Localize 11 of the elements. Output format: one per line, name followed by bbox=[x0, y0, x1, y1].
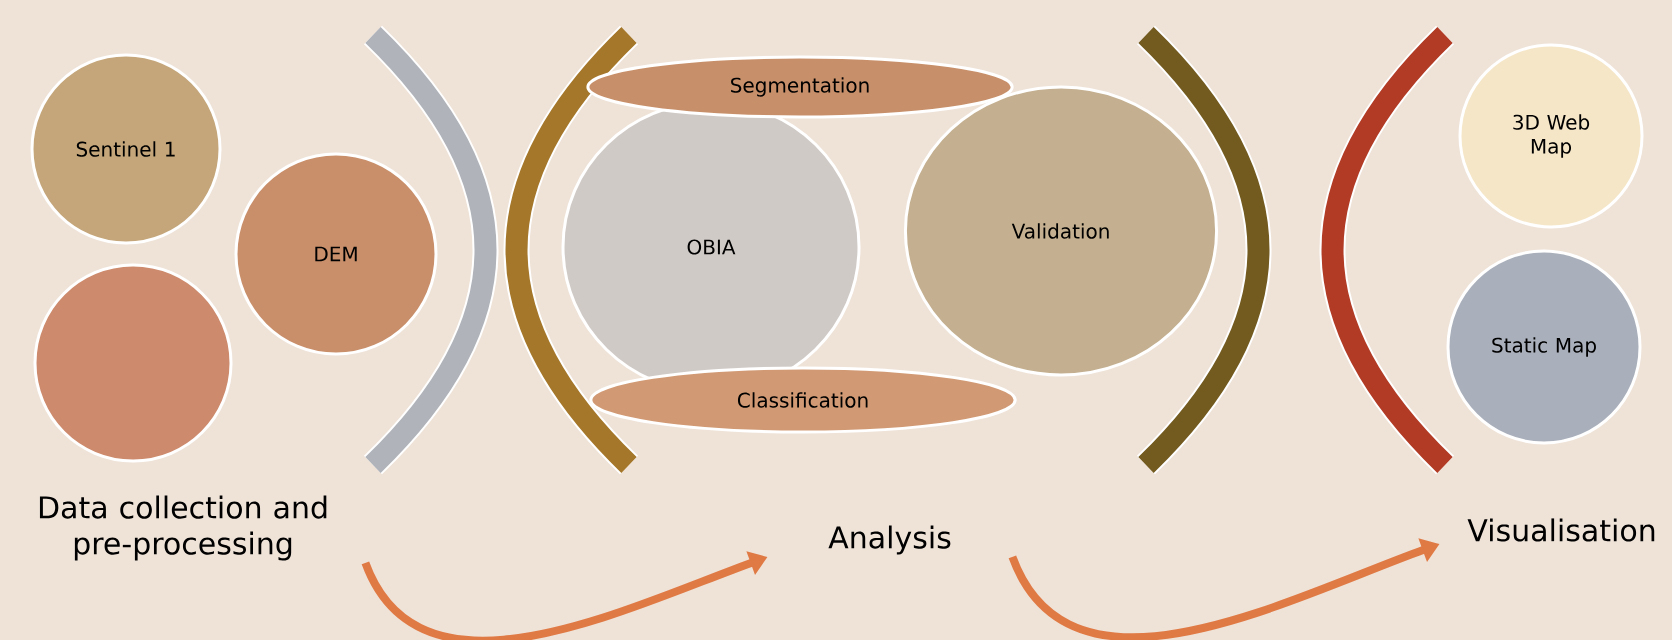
stage-label: Visualisation bbox=[1467, 518, 1655, 542]
circle-node: 3D Web Map bbox=[1458, 43, 1644, 229]
ellipse-node: Validation bbox=[903, 85, 1219, 377]
circle-node: Sentinel 1 bbox=[30, 53, 222, 245]
circle-node: Static Map bbox=[1446, 249, 1642, 445]
ellipse-node: Segmentation bbox=[586, 55, 1014, 119]
stage-label: Analysis bbox=[828, 525, 951, 555]
ellipse-node: Classification bbox=[589, 366, 1017, 434]
stage-label: Data collection and pre-processing bbox=[39, 495, 327, 561]
circle-node bbox=[33, 263, 233, 463]
circle-node: DEM bbox=[234, 152, 438, 356]
